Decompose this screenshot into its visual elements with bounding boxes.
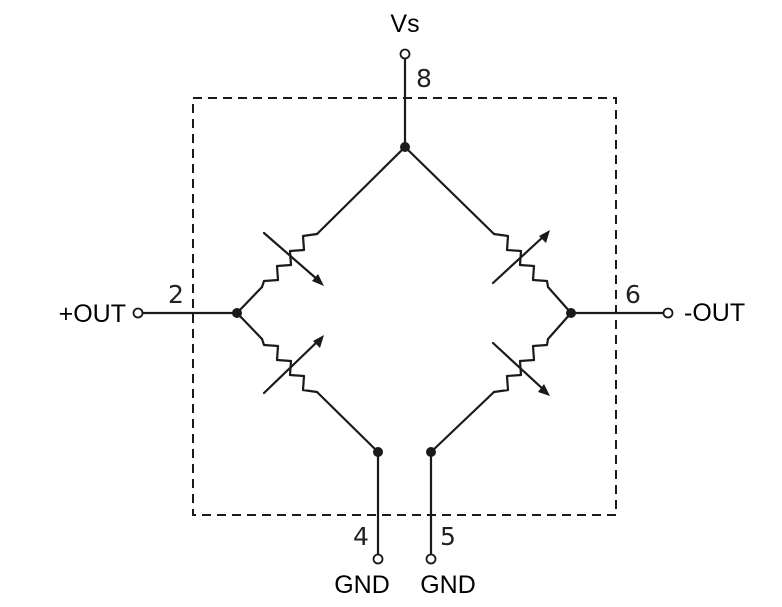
pin-8-label: 8 bbox=[416, 64, 432, 93]
out-plus-label: +OUT bbox=[59, 300, 126, 328]
variable-resistor-top-left bbox=[235, 145, 407, 315]
variable-resistor-bottom-left bbox=[235, 311, 380, 454]
out-plus-terminal[interactable] bbox=[132, 307, 144, 319]
pin-2-label: 2 bbox=[168, 280, 184, 309]
vs-label: Vs bbox=[390, 10, 419, 38]
variable-resistor-bottom-right bbox=[429, 311, 573, 454]
gnd-right-label: GND bbox=[420, 571, 476, 599]
pin-4-label: 4 bbox=[353, 522, 369, 551]
gnd-left-label: GND bbox=[334, 571, 390, 599]
pin-6-label: 6 bbox=[625, 280, 641, 309]
pin-5-label: 5 bbox=[440, 522, 456, 551]
gnd-right-terminal[interactable] bbox=[425, 553, 437, 565]
out-minus-terminal[interactable] bbox=[662, 307, 674, 319]
variable-resistor-top-right bbox=[403, 145, 573, 315]
vs-terminal[interactable] bbox=[399, 48, 411, 60]
gnd-left-terminal[interactable] bbox=[372, 553, 384, 565]
package-outline bbox=[192, 97, 617, 516]
out-minus-label: -OUT bbox=[684, 299, 745, 327]
